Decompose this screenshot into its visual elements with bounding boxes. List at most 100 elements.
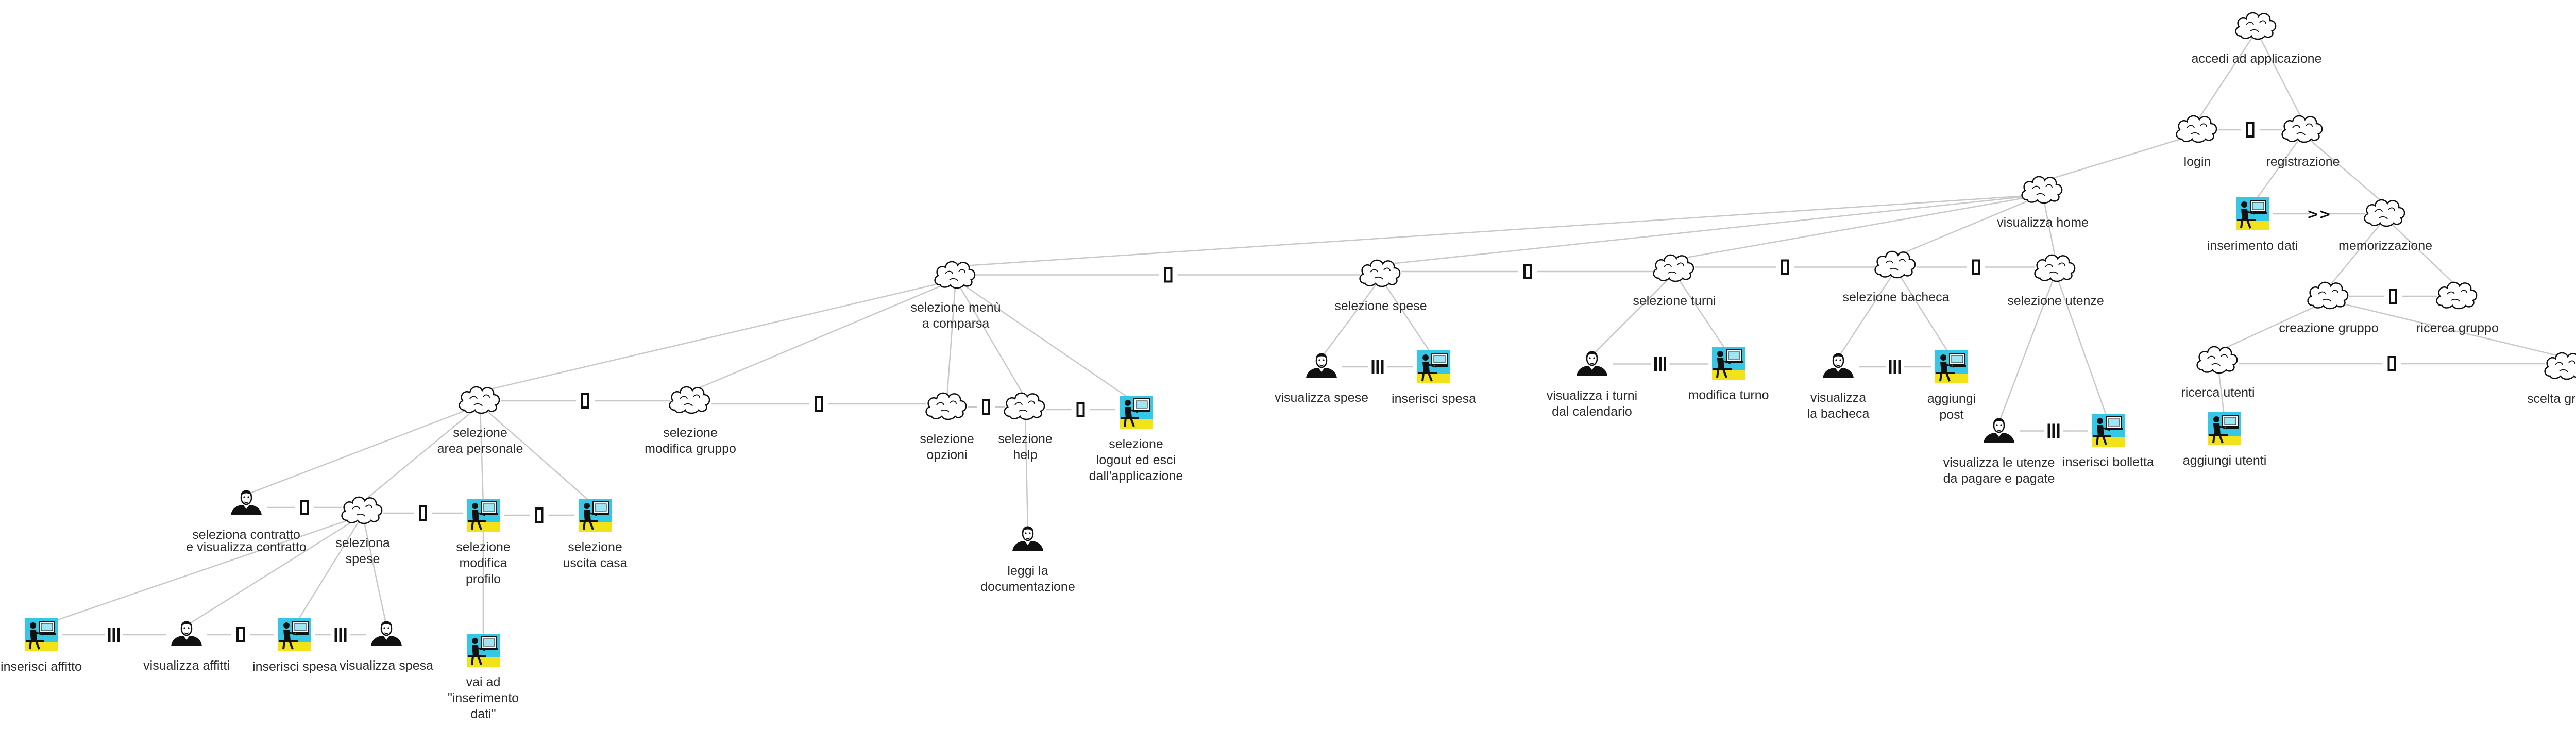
operator-choice <box>2241 122 2260 138</box>
hierarchy-edge <box>1837 269 1897 358</box>
operator-choice <box>809 396 828 412</box>
task-label: selezione bacheca <box>1842 290 1949 304</box>
task-label: a comparsa <box>922 316 990 331</box>
task-label: modifica gruppo <box>645 442 736 456</box>
hierarchy-edge <box>2196 30 2258 121</box>
task-label: dall'applicazione <box>1089 469 1183 483</box>
task-label: leggi la <box>1007 564 1048 578</box>
operators-layer: >> <box>62 122 2545 643</box>
task-node-sel-help: selezione help <box>998 392 1053 462</box>
task-node-inserisci-affitto: inserisci affitto <box>1 617 82 674</box>
hierarchy-edge <box>2217 364 2226 420</box>
cloud-icon <box>2307 281 2349 310</box>
hierarchy-edge <box>955 194 2043 267</box>
task-label: visualizza spese <box>1275 391 1368 405</box>
operator-interleaving <box>331 626 350 643</box>
task-node-visualizza-home: visualizza home <box>1997 176 2089 230</box>
task-label: selezione utenze <box>2007 294 2104 308</box>
hierarchy-edge <box>1380 194 2043 266</box>
operator-choice <box>231 626 250 643</box>
hierarchy-edge <box>1674 194 2043 261</box>
task-label: seleziona <box>335 536 390 550</box>
task-label: dati" <box>470 707 496 721</box>
cloud-icon <box>2196 346 2238 374</box>
task-label: logout ed esci <box>1096 453 1176 467</box>
operator-choice <box>2384 288 2402 304</box>
edges-layer <box>41 30 2566 641</box>
user-icon <box>1575 350 1608 377</box>
hierarchy-edge <box>1998 273 2057 423</box>
operator-choice <box>1518 263 1537 280</box>
hierarchy-edge <box>41 514 363 626</box>
cloud-icon <box>2544 352 2576 380</box>
cloud-icon <box>2436 281 2478 310</box>
task-label: aggiungi <box>1927 392 1976 406</box>
task-label: selezione <box>568 540 622 554</box>
operator-choice <box>530 507 549 523</box>
task-label: dal calendario <box>1552 404 1632 419</box>
operator-interleaving <box>1886 359 1904 375</box>
task-label: inserisci spesa <box>252 659 337 674</box>
task-label: visualizza i turni <box>1547 388 1637 403</box>
svg-text:>>: >> <box>2307 206 2331 223</box>
task-label: visualizza spesa <box>340 658 433 673</box>
task-label: seleziona contratto <box>192 528 300 542</box>
task-label: help <box>1013 448 1037 462</box>
hierarchy-edge <box>1320 278 1382 358</box>
task-label: selezione <box>998 432 1053 446</box>
hierarchy-edge <box>2385 217 2458 287</box>
hierarchy-edge <box>1591 273 1675 356</box>
task-label: visualizza home <box>1997 215 2089 230</box>
task-label: selezione turni <box>1633 294 1716 308</box>
hierarchy-edge <box>479 404 484 506</box>
computer-user-icon <box>1416 349 1451 384</box>
cloud-icon <box>2034 254 2076 282</box>
task-label: visualizza le utenze <box>1943 455 2055 470</box>
hierarchy-edge <box>480 404 596 506</box>
task-label: post <box>1939 408 1963 422</box>
task-label: ricerca utenti <box>2181 385 2255 400</box>
computer-user-icon <box>277 617 312 652</box>
hierarchy-edge <box>480 279 956 393</box>
operator-choice <box>977 399 995 415</box>
hierarchy-edge <box>2328 299 2566 359</box>
hierarchy-edge <box>1380 278 1435 358</box>
task-node-accedi: accedi ad applicazione <box>2192 12 2322 66</box>
hierarchy-edge <box>2251 133 2304 205</box>
computer-user-icon <box>466 633 501 668</box>
cloud-icon <box>669 386 710 414</box>
task-label: aggiungi utenti <box>2183 453 2267 468</box>
hierarchy-edge <box>946 279 957 398</box>
cloud-icon <box>1874 250 1916 279</box>
operator-choice <box>414 505 432 521</box>
task-node-visualizza-affitti: visualizza affitti <box>143 620 230 673</box>
task-label: accedi ad applicazione <box>2192 52 2322 66</box>
operator-interleaving <box>105 626 123 643</box>
computer-user-icon <box>578 498 613 533</box>
task-node-inserisci-bolletta: inserisci bolletta <box>2062 413 2154 469</box>
computer-user-icon <box>24 617 59 652</box>
user-icon <box>370 620 403 647</box>
cloud-icon <box>2021 176 2063 204</box>
task-label: inserisci spesa <box>1392 392 1476 406</box>
computer-user-icon <box>1118 395 1154 430</box>
task-label: area personale <box>437 442 523 456</box>
operator-choice <box>576 393 595 409</box>
hierarchy-edge <box>1895 269 1953 358</box>
hierarchy-edge <box>2302 133 2386 205</box>
hierarchy-edge <box>2328 217 2386 287</box>
cloud-icon <box>1653 254 1694 282</box>
operator-choice <box>1159 266 1178 283</box>
operator-interleaving <box>1651 355 1670 372</box>
task-node-inserisci-spesa-top: inserisci spesa <box>1392 349 1476 406</box>
task-node-scelta-gruppo: scelta gruppo <box>2527 352 2576 406</box>
hierarchy-edge <box>2217 299 2329 352</box>
cloud-icon <box>2235 12 2277 40</box>
user-icon <box>1982 417 2015 444</box>
